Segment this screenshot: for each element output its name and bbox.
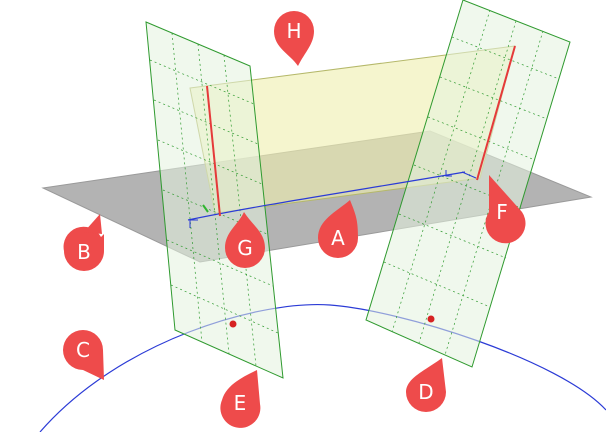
vertical-plane-e[interactable]: [145, 21, 284, 379]
callout-h[interactable]: H: [274, 11, 314, 66]
curve-c[interactable]: [39, 303, 606, 432]
edge-right-red[interactable]: [476, 45, 516, 181]
edge-curve-a[interactable]: [187, 170, 477, 228]
curve-point-right[interactable]: [427, 315, 435, 323]
callout-d[interactable]: D: [406, 358, 446, 412]
edge-left-red[interactable]: [206, 85, 221, 217]
callout-e[interactable]: E: [220, 370, 261, 428]
callout-b[interactable]: B: [63, 214, 104, 271]
vertical-plane-d[interactable]: [365, 0, 571, 368]
green-axis-marker: [202, 204, 209, 213]
callout-c[interactable]: C: [63, 330, 104, 380]
curve-point-left[interactable]: [229, 320, 237, 328]
